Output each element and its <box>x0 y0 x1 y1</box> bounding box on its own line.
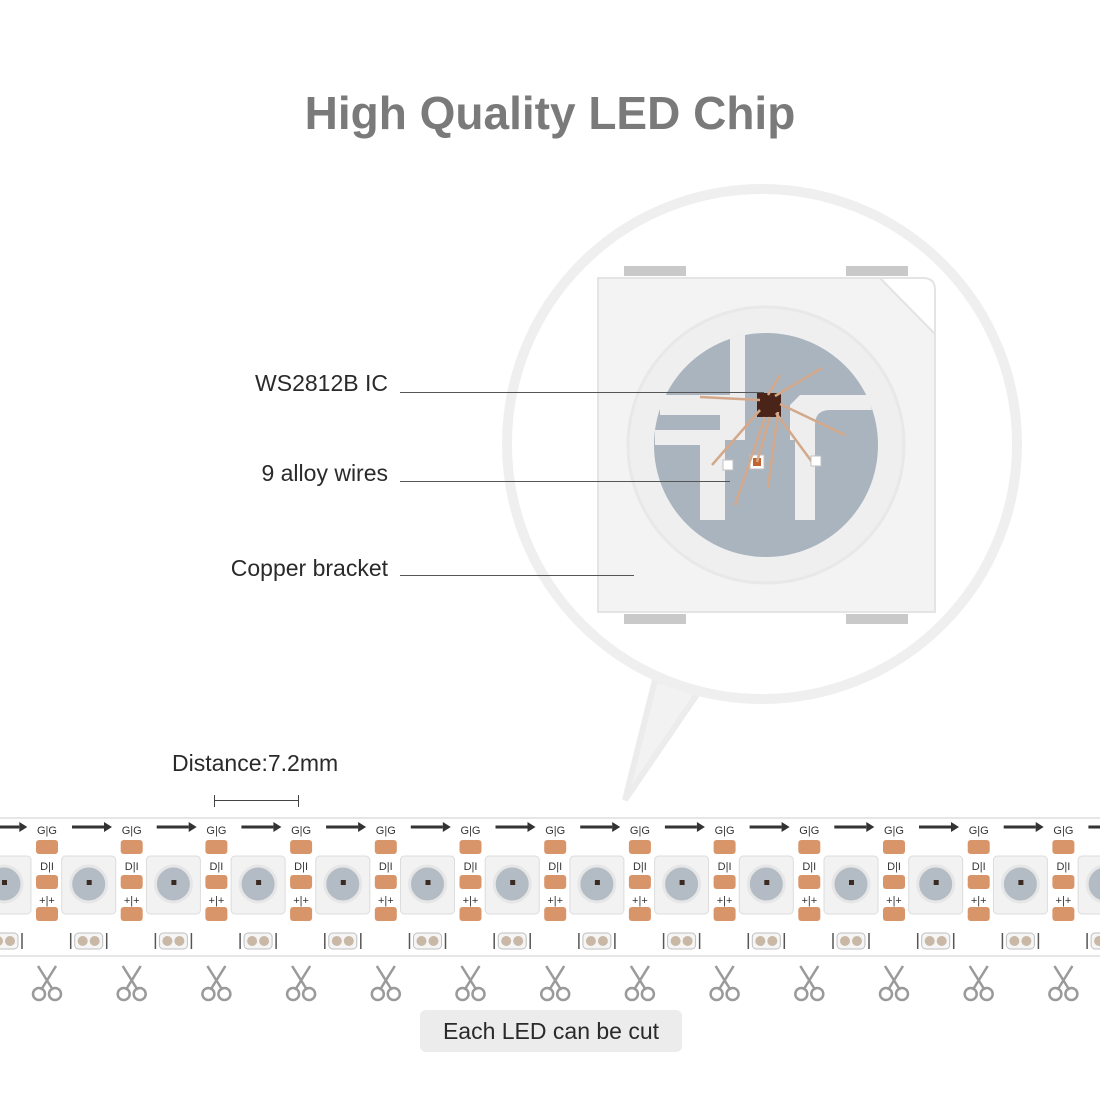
scissors-icon <box>539 965 571 1002</box>
data-label: D|I <box>887 861 901 873</box>
data-label: D|I <box>40 861 54 873</box>
scissors-icon <box>709 965 740 1002</box>
scissors-icon <box>116 965 147 1002</box>
scissors-row <box>31 965 1079 1002</box>
cut-badge: Each LED can be cut <box>420 1010 682 1052</box>
pad-label: G|G <box>206 825 226 837</box>
polarity-label: +|+ <box>463 895 479 907</box>
pad-label: G|G <box>715 825 735 837</box>
strip-segment: G|G D|I +|+ <box>654 822 790 950</box>
pad-label: G|G <box>799 825 819 837</box>
scissors-icon <box>370 965 402 1002</box>
polarity-label: +|+ <box>547 895 563 907</box>
pad-label: G|G <box>545 825 565 837</box>
polarity-label: +|+ <box>1056 895 1072 907</box>
callout-ws2812b-ic: WS2812B IC <box>255 370 388 396</box>
scissors-icon <box>878 965 910 1002</box>
distance-indicator <box>214 795 299 807</box>
strip-segment: G|G D|I +|+ <box>484 822 621 950</box>
pad-label: G|G <box>461 825 481 837</box>
strip-segment: G|G D|I +|+ <box>315 822 451 950</box>
scissors-icon <box>963 965 994 1002</box>
strip-segment: G|GD|I+|+ <box>0 822 28 832</box>
data-label: D|I <box>209 861 223 873</box>
data-label: D|I <box>294 861 308 873</box>
polarity-label: +|+ <box>632 895 648 907</box>
page-title: High Quality LED Chip <box>304 87 796 139</box>
polarity-label: +|+ <box>293 895 309 907</box>
callout-line-ic <box>400 392 764 393</box>
scissors-icon <box>794 965 825 1002</box>
pad-label: G|G <box>37 825 57 837</box>
strip-segment: G|G D|I +|+ <box>230 822 367 950</box>
copper-bracket <box>655 330 872 520</box>
scissors-icon <box>624 965 656 1002</box>
pad-label: G|G <box>630 825 650 837</box>
led-strip: G|G D|I +|+ G|G D|I +|+ G|G D|I +|+ G|G D|I +|+ G|G D… <box>0 817 1100 957</box>
strip-segment: G|G D|I +|+ <box>738 822 875 950</box>
polarity-label: +|+ <box>886 895 902 907</box>
pad-label: G|G <box>884 825 904 837</box>
pad-label: G|G <box>291 825 311 837</box>
data-label: D|I <box>718 861 732 873</box>
callout-line-bracket <box>400 575 634 576</box>
led-chip <box>597 266 936 624</box>
data-label: D|I <box>972 861 986 873</box>
strip-segment: G|G D|I +|+ <box>400 822 536 950</box>
polarity-label: +|+ <box>124 895 140 907</box>
data-label: D|I <box>125 861 139 873</box>
callout-alloy-wires: 9 alloy wires <box>261 460 388 486</box>
polarity-label: +|+ <box>801 895 817 907</box>
data-label: D|I <box>1056 861 1070 873</box>
pad-label: G|G <box>376 825 396 837</box>
data-label: D|I <box>548 861 562 873</box>
strip-segment: G|GD|I+|+ <box>1077 855 1100 950</box>
scissors-icon <box>201 965 232 1002</box>
strip-segment: G|G D|I +|+ <box>992 825 1100 950</box>
scissors-icon <box>1048 965 1079 1002</box>
data-label: D|I <box>379 861 393 873</box>
strip-segment: G|G D|I +|+ <box>0 822 112 950</box>
distance-label: Distance:7.2mm <box>172 750 339 776</box>
strip-segment: G|G D|I +|+ <box>145 822 282 950</box>
data-label: D|I <box>633 861 647 873</box>
strip-segment: G|G D|I +|+ <box>569 822 705 950</box>
data-label: D|I <box>464 861 478 873</box>
polarity-label: +|+ <box>378 895 394 907</box>
polarity-label: +|+ <box>209 895 225 907</box>
polarity-label: +|+ <box>971 895 987 907</box>
scissors-icon <box>285 965 317 1002</box>
polarity-label: +|+ <box>39 895 55 907</box>
strip-segment: G|G D|I +|+ <box>823 822 959 950</box>
scissors-icon <box>31 965 63 1002</box>
strip-segment: G|G D|I +|+ <box>61 822 197 950</box>
pad-label: G|G <box>122 825 142 837</box>
callout-line-wires <box>400 481 730 482</box>
pad-label: G|G <box>1053 825 1073 837</box>
polarity-label: +|+ <box>717 895 733 907</box>
strip-segment: G|G D|I +|+ <box>908 822 1044 950</box>
scissors-icon <box>455 965 486 1002</box>
alloy-wires <box>699 366 846 506</box>
callout-copper-bracket: Copper bracket <box>230 555 388 581</box>
pad-label: G|G <box>969 825 989 837</box>
data-label: D|I <box>802 861 816 873</box>
